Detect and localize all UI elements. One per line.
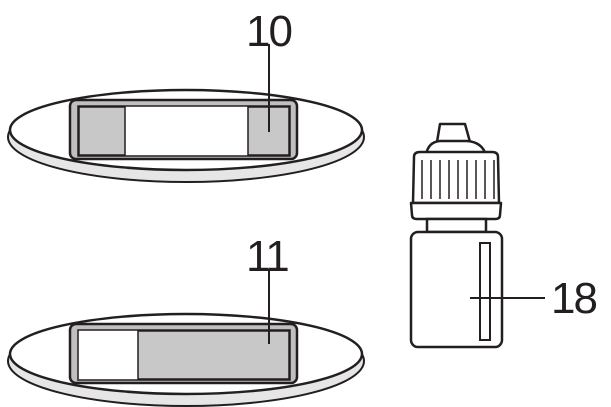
test-cartridge-upper — [7, 88, 365, 183]
cap-ribs — [421, 160, 495, 199]
reference-numeral-11: 11 — [246, 232, 288, 281]
reference-numeral-10: 10 — [246, 7, 291, 56]
bottle-label-strip — [479, 242, 491, 341]
bottle-cap — [411, 150, 501, 205]
sample-pad — [78, 106, 126, 156]
cap-base-ring — [409, 201, 503, 221]
bottle-nozzle — [435, 122, 472, 144]
reagent-strip — [137, 330, 290, 380]
bottle-neck — [425, 217, 488, 234]
test-cartridge-lower — [7, 312, 365, 407]
reference-numeral-18: 18 — [551, 274, 596, 323]
dropper-bottle — [409, 122, 504, 349]
